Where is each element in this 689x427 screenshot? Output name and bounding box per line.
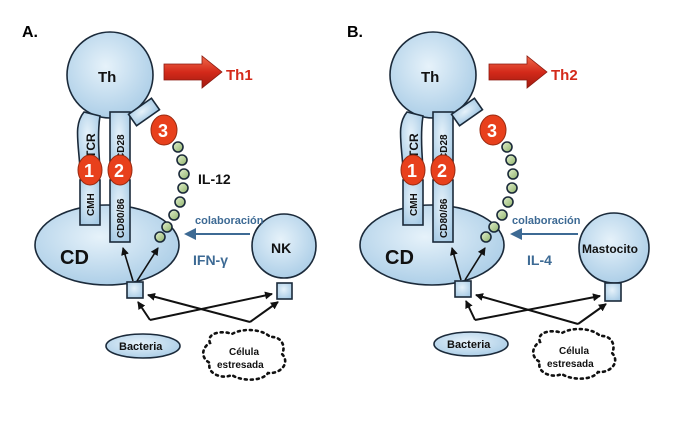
bacteria-to-cd-arrow [137,301,151,321]
signal-1-badge [77,154,103,186]
cd8086-label: CD80/86 [116,198,127,238]
th-output-label: Th2 [551,67,578,84]
panel-b: B. CD CMH CD80/86 Th TCR CD28 1 2 3 [347,24,650,380]
cytokine-beads [154,141,190,243]
th-output-arrow [163,55,223,89]
il12-receptor [127,97,161,127]
stressed-cell-label: Célula [559,346,589,357]
stressed-cell-label: estresada [547,359,594,370]
signal-2-badge [430,154,456,186]
stress-to-mastocito-arrow [577,303,607,325]
cytokine-receptor [450,97,484,127]
signal-arrow [136,247,159,282]
collab-label: colaboración [195,215,264,227]
cytokine-label: IL-12 [198,171,231,187]
bacteria [105,333,181,359]
stressed-cell-label: estresada [217,360,264,371]
mastocito-prr-receptor [604,282,622,302]
th-label: Th [98,69,116,86]
cd-prr-receptor [126,281,144,299]
panel-label: A. [22,24,38,41]
cd28-label: CD28 [116,134,127,160]
cd-cell [359,204,505,286]
cd8086-label: CD80/86 [439,198,450,238]
cd-cell [34,204,180,286]
cd28-label: CD28 [439,134,450,160]
signal-3-label: 3 [158,121,168,141]
stress-to-nk-arrow [249,301,279,323]
bacteria-to-mastocito-arrow [474,293,601,321]
partner-cell [251,213,317,279]
th-output-arrow [488,55,548,89]
cmh-label: CMH [409,193,420,216]
collab-arrow [510,228,578,240]
signal-3-label: 3 [487,121,497,141]
partner-cytokine-label: IL-4 [527,252,552,268]
th-label: Th [421,69,439,86]
signal-1-badge [400,154,426,186]
stress-to-cd-arrow [475,293,579,325]
cd-label: CD [385,247,414,269]
tcr-label: TCR [84,133,98,158]
panel-a: A. CD CMH CD80/86 Th TCR CD28 1 2 3 [22,24,317,381]
signal-2-label: 2 [437,161,447,181]
cd-label: CD [60,247,89,269]
cmh-label: CMH [86,193,97,216]
collab-arrow [184,228,250,240]
signal-arrow [450,247,462,281]
collab-label: colaboración [512,215,581,227]
partner-label: Mastocito [582,242,638,256]
stressed-cell-label: Célula [229,347,259,358]
signal-2-badge [107,154,133,186]
signal-arrow [121,247,134,282]
bacteria-label: Bacteria [447,339,491,351]
signal-3-badge [150,114,178,146]
panel-label: B. [347,24,363,41]
bacteria-label: Bacteria [119,341,163,353]
bacteria [433,331,509,357]
bacteria-to-cd-arrow [465,300,476,321]
nk-prr-receptor [276,282,293,300]
cytokine-beads [480,141,519,243]
th-output-label: Th1 [226,67,253,84]
bacteria-to-nk-arrow [149,291,273,321]
signal-1-label: 1 [84,161,94,181]
partner-cytokine-label: IFN-γ [193,252,228,268]
signal-2-label: 2 [114,161,124,181]
stress-to-cd-arrow [147,292,251,323]
signal-1-label: 1 [407,161,417,181]
partner-label: NK [271,240,291,256]
stressed-cell [201,328,287,381]
signal-arrow [464,247,486,281]
tcr-label: TCR [407,133,421,158]
stressed-cell [531,327,617,380]
cd-prr-receptor [454,280,472,298]
signal-3-badge [479,114,507,146]
